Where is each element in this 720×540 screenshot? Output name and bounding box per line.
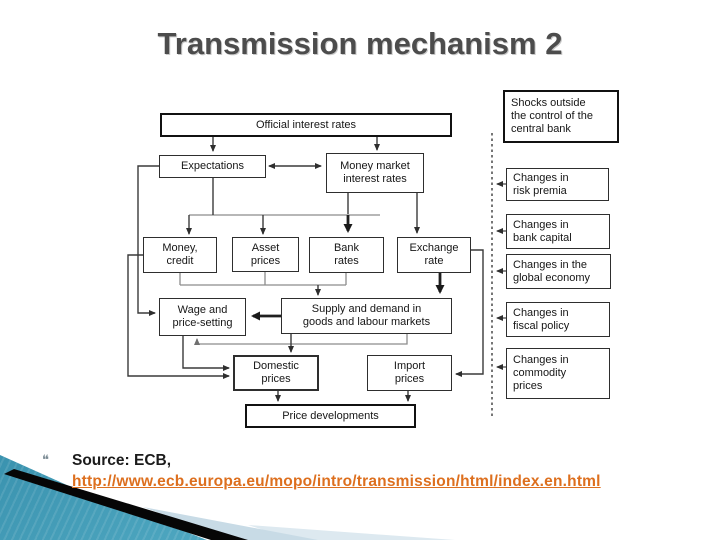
node-wage-price-setting: Wage and price-setting <box>159 298 246 336</box>
node-bank-rates: Bank rates <box>309 237 384 273</box>
node-supply-demand: Supply and demand in goods and labour ma… <box>281 298 452 334</box>
node-import-prices: Import prices <box>367 355 452 391</box>
node-money-market-interest-rates: Money market interest rates <box>326 153 424 193</box>
node-exchange-rate: Exchange rate <box>397 237 471 273</box>
quote-bullet-icon: ❝ <box>42 452 49 467</box>
node-changes-fiscal-policy: Changes in fiscal policy <box>506 302 610 337</box>
footer: ❝ Source: ECB, http://www.ecb.europa.eu/… <box>42 451 692 493</box>
node-shocks-outside-control: Shocks outside the control of the centra… <box>503 90 619 143</box>
node-changes-risk-premia: Changes in risk premia <box>506 168 609 201</box>
source-link[interactable]: http://www.ecb.europa.eu/mopo/intro/tran… <box>72 472 601 490</box>
node-official-interest-rates: Official interest rates <box>160 113 452 137</box>
node-domestic-prices: Domestic prices <box>233 355 319 391</box>
source-label: Source: ECB, <box>72 452 172 469</box>
node-asset-prices: Asset prices <box>232 237 299 272</box>
source-note: Source: ECB, http://www.ecb.europa.eu/mo… <box>72 451 601 493</box>
node-expectations: Expectations <box>159 155 266 178</box>
node-changes-global-economy: Changes in the global economy <box>506 254 611 289</box>
node-changes-bank-capital: Changes in bank capital <box>506 214 610 249</box>
node-money-credit: Money, credit <box>143 237 217 273</box>
node-changes-commodity-prices: Changes in commodity prices <box>506 348 610 399</box>
node-price-developments: Price developments <box>245 404 416 428</box>
page-title: Transmission mechanism 2 <box>157 26 563 61</box>
